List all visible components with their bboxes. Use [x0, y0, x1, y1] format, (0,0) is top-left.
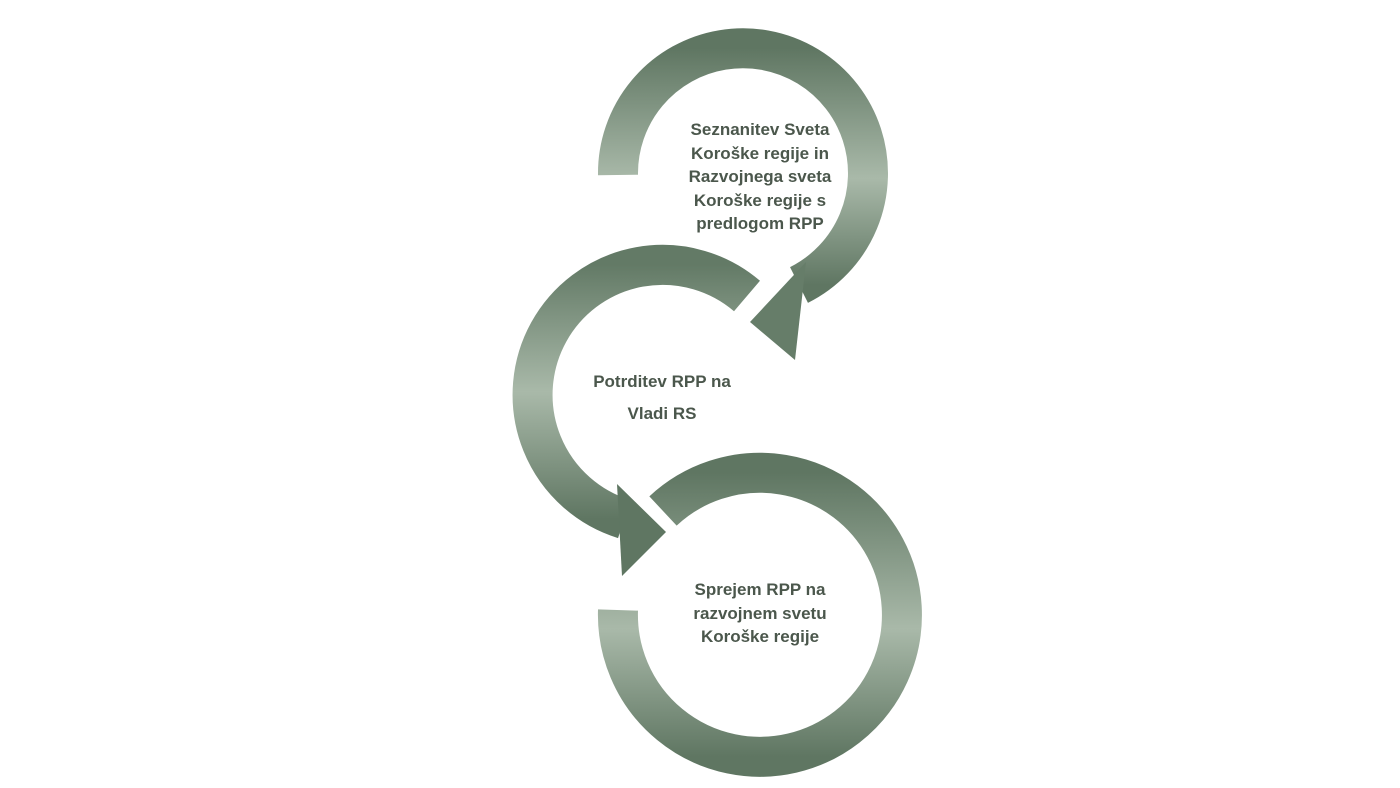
step-1-line: Razvojnega sveta — [688, 167, 832, 186]
step-1-line: Koroške regije s — [693, 190, 827, 210]
step-2-label: Potrditev RPP na Vladi RS — [562, 366, 762, 430]
step-1-label: Seznanitev Sveta Koroške regije in Razvo… — [660, 118, 860, 236]
step-2-line: Potrditev RPP na — [593, 372, 731, 391]
step-2-line: Vladi RS — [627, 404, 697, 423]
step-3-line: Sprejem RPP na — [694, 580, 826, 599]
step-3-line: razvojnem svetu — [693, 603, 827, 623]
step-3-label: Sprejem RPP na razvojnem svetu Koroške r… — [660, 578, 860, 649]
step-1-line: predlogom RPP — [696, 214, 824, 233]
step-1-line: Seznanitev Sveta — [690, 120, 830, 139]
arrow-step-3 — [597, 452, 922, 777]
arrow-step-2 — [512, 244, 760, 576]
step-3-line: Koroške regije — [700, 627, 820, 646]
arrow-step-1 — [597, 28, 888, 360]
step-1-line: Koroške regije in — [691, 143, 829, 163]
